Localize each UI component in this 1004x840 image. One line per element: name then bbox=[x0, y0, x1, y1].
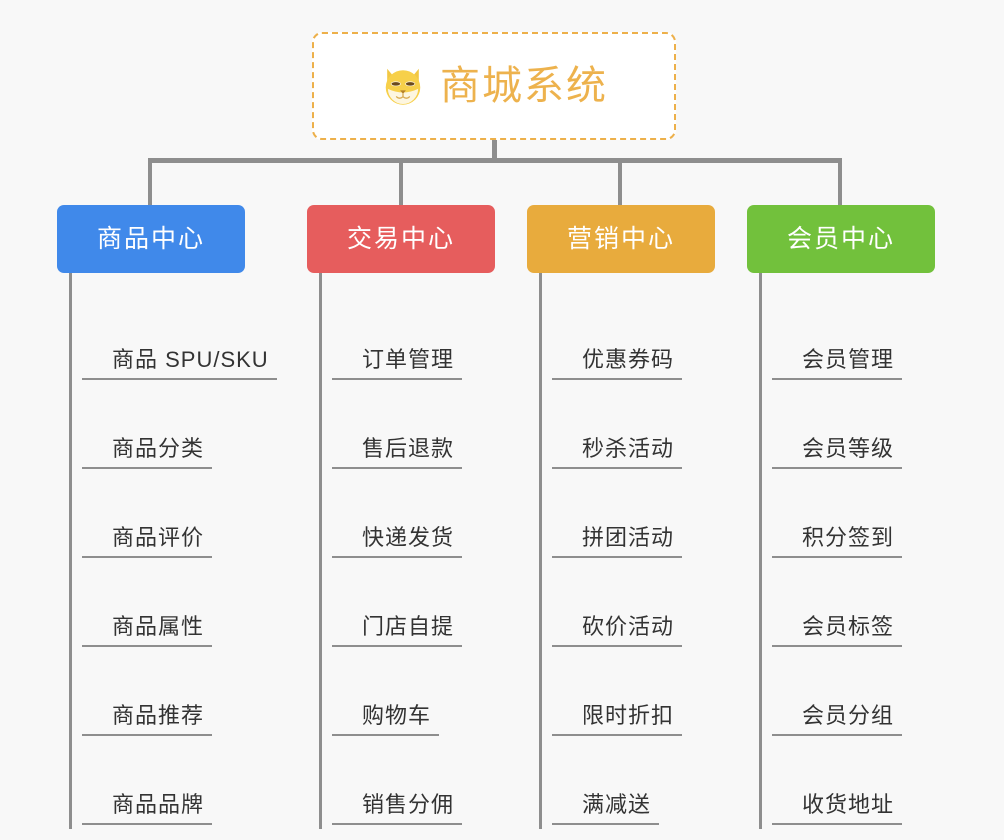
connector-bus bbox=[148, 158, 842, 163]
leaf-item[interactable]: 会员标签 bbox=[762, 562, 935, 651]
branch-header-label: 交易中心 bbox=[346, 224, 455, 253]
shiba-dog-icon bbox=[385, 68, 421, 108]
leaf-label: 收货地址 bbox=[772, 792, 903, 825]
leaf-item[interactable]: 会员管理 bbox=[762, 295, 935, 384]
leaf-label: 快递发货 bbox=[332, 525, 463, 558]
leaf-label: 拼团活动 bbox=[552, 525, 683, 558]
leaf-item[interactable]: 会员分组 bbox=[762, 651, 935, 740]
leaf-list-member: 会员管理 会员等级 积分签到 会员标签 会员分组 收货地址 bbox=[759, 273, 935, 829]
leaf-item[interactable]: 售后退款 bbox=[322, 384, 495, 473]
leaf-label: 订单管理 bbox=[332, 347, 463, 380]
leaf-label: 购物车 bbox=[332, 703, 440, 736]
leaf-item[interactable]: 收货地址 bbox=[762, 740, 935, 829]
leaf-label: 商品分类 bbox=[82, 436, 213, 469]
leaf-label: 销售分佣 bbox=[332, 792, 463, 825]
leaf-item[interactable]: 商品品牌 bbox=[72, 740, 245, 829]
root-node[interactable]: 商城系统 bbox=[312, 32, 676, 140]
branch-header-product[interactable]: 商品中心 bbox=[57, 205, 245, 273]
connector-drop-2 bbox=[618, 158, 622, 208]
leaf-label: 会员管理 bbox=[772, 347, 903, 380]
leaf-label: 商品属性 bbox=[82, 614, 213, 647]
leaf-item[interactable]: 门店自提 bbox=[322, 562, 495, 651]
leaf-item[interactable]: 拼团活动 bbox=[542, 473, 715, 562]
leaf-item[interactable]: 积分签到 bbox=[762, 473, 935, 562]
leaf-list-trade: 订单管理 售后退款 快递发货 门店自提 购物车 销售分佣 bbox=[319, 273, 495, 829]
leaf-item[interactable]: 购物车 bbox=[322, 651, 495, 740]
leaf-label: 会员等级 bbox=[772, 436, 903, 469]
branch-header-label: 会员中心 bbox=[786, 224, 895, 253]
leaf-label: 满减送 bbox=[552, 792, 660, 825]
leaf-label: 商品品牌 bbox=[82, 792, 213, 825]
leaf-label: 商品评价 bbox=[82, 525, 213, 558]
leaf-item[interactable]: 商品 SPU/SKU bbox=[72, 295, 277, 384]
root-label: 商城系统 bbox=[440, 64, 608, 108]
leaf-list-marketing: 优惠券码 秒杀活动 拼团活动 砍价活动 限时折扣 满减送 bbox=[539, 273, 715, 829]
leaf-item[interactable]: 会员等级 bbox=[762, 384, 935, 473]
leaf-item[interactable]: 商品属性 bbox=[72, 562, 245, 651]
leaf-item[interactable]: 砍价活动 bbox=[542, 562, 715, 651]
branch-column-trade: 交易中心 订单管理 售后退款 快递发货 门店自提 购物车 销售分佣 bbox=[307, 205, 495, 829]
branch-header-trade[interactable]: 交易中心 bbox=[307, 205, 495, 273]
branch-header-label: 商品中心 bbox=[96, 224, 205, 253]
connector-drop-1 bbox=[399, 158, 403, 208]
leaf-label: 秒杀活动 bbox=[552, 436, 683, 469]
leaf-label: 砍价活动 bbox=[552, 614, 683, 647]
leaf-label: 商品推荐 bbox=[82, 703, 213, 736]
leaf-item[interactable]: 商品推荐 bbox=[72, 651, 245, 740]
leaf-item[interactable]: 限时折扣 bbox=[542, 651, 715, 740]
leaf-label: 积分签到 bbox=[772, 525, 903, 558]
leaf-label: 优惠券码 bbox=[552, 347, 683, 380]
connector-drop-3 bbox=[838, 158, 842, 208]
leaf-item[interactable]: 订单管理 bbox=[322, 295, 495, 384]
leaf-item[interactable]: 满减送 bbox=[542, 740, 715, 829]
leaf-item[interactable]: 商品评价 bbox=[72, 473, 245, 562]
connector-root-stem bbox=[492, 140, 497, 162]
leaf-label: 会员分组 bbox=[772, 703, 903, 736]
leaf-label: 限时折扣 bbox=[552, 703, 683, 736]
leaf-label: 门店自提 bbox=[332, 614, 463, 647]
leaf-label: 售后退款 bbox=[332, 436, 463, 469]
branch-column-member: 会员中心 会员管理 会员等级 积分签到 会员标签 会员分组 收货地址 bbox=[747, 205, 935, 829]
branch-header-label: 营销中心 bbox=[566, 224, 675, 253]
branch-header-member[interactable]: 会员中心 bbox=[747, 205, 935, 273]
leaf-item[interactable]: 秒杀活动 bbox=[542, 384, 715, 473]
leaf-item[interactable]: 快递发货 bbox=[322, 473, 495, 562]
leaf-list-product: 商品 SPU/SKU 商品分类 商品评价 商品属性 商品推荐 商品品牌 bbox=[69, 273, 277, 829]
branch-column-marketing: 营销中心 优惠券码 秒杀活动 拼团活动 砍价活动 限时折扣 满减送 bbox=[527, 205, 715, 829]
branch-column-product: 商品中心 商品 SPU/SKU 商品分类 商品评价 商品属性 商品推荐 商品品牌 bbox=[57, 205, 277, 829]
leaf-item[interactable]: 销售分佣 bbox=[322, 740, 495, 829]
leaf-item[interactable]: 优惠券码 bbox=[542, 295, 715, 384]
leaf-item[interactable]: 商品分类 bbox=[72, 384, 245, 473]
leaf-label: 商品 SPU/SKU bbox=[82, 347, 277, 380]
connector-drop-0 bbox=[148, 158, 152, 208]
branch-header-marketing[interactable]: 营销中心 bbox=[527, 205, 715, 273]
leaf-label: 会员标签 bbox=[772, 614, 903, 647]
